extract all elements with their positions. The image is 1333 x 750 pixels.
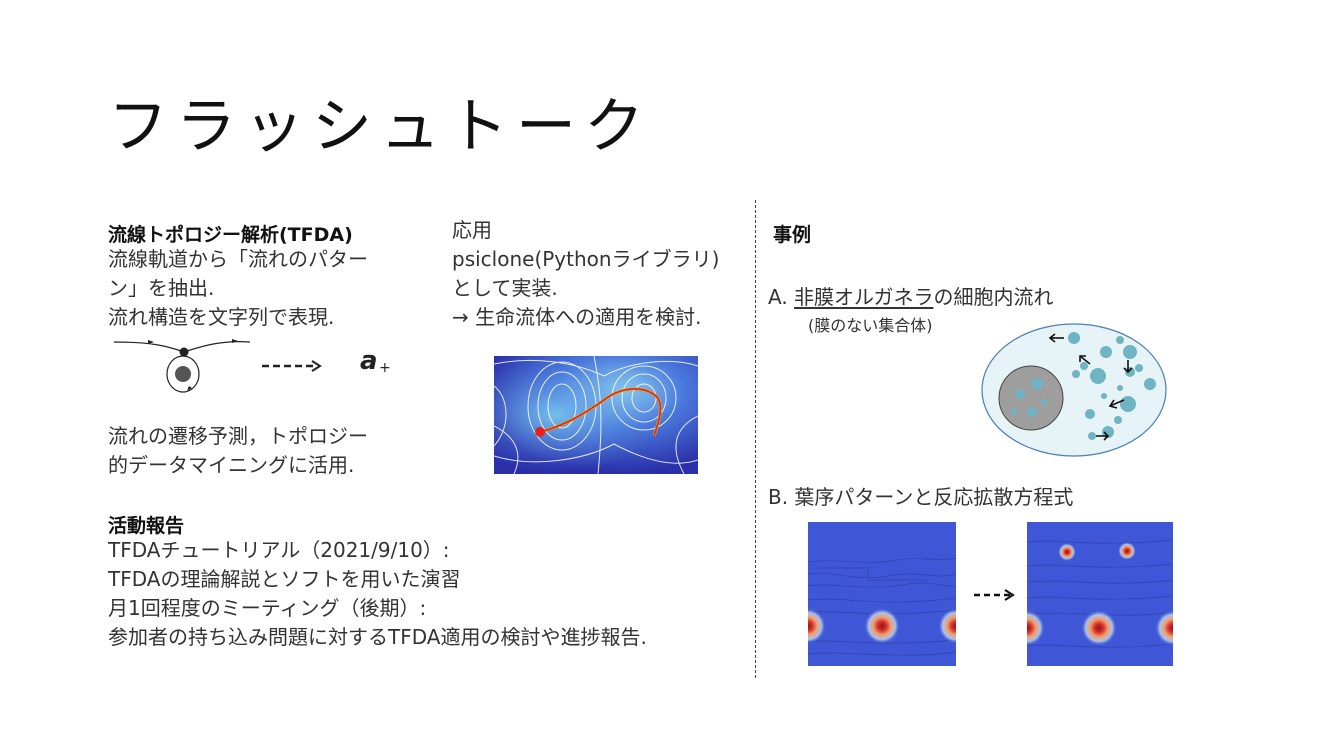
activity-line: TFDAの理論解説とソフトを用いた演習 — [108, 567, 461, 591]
transition-arrow — [974, 589, 1015, 601]
application-line: → 生命流体への適用を検討. — [452, 305, 702, 329]
arrow-head — [148, 340, 154, 344]
tfda-description: 流線軌道から「流れのパター ン」を抽出. 流れ構造を文字列で表現. — [108, 245, 368, 332]
center-point — [175, 366, 191, 382]
arrow-head — [187, 386, 192, 391]
tfda-application-text: 流れの遷移予測，トポロジー 的データマイニングに活用. — [108, 422, 368, 480]
application-line: psiclone(Pythonライブラリ) — [452, 247, 720, 271]
topology-diagram: a + — [113, 339, 391, 393]
case-a-rest: の細胞内流れ — [933, 285, 1054, 309]
application-heading: 応用 — [452, 218, 492, 242]
arrow-head — [311, 360, 322, 372]
phyllotaxis-before — [808, 522, 956, 666]
closed-orbit — [166, 355, 200, 393]
tfda-heading: 流線トポロジー解析(TFDA) — [108, 224, 353, 246]
arrow-head — [232, 339, 238, 343]
word-symbol: a — [360, 346, 378, 376]
tfda-line: 流れ構造を文字列で表現. — [108, 305, 335, 329]
slide-title: フラッシュトーク — [108, 92, 652, 162]
activity-line: 参加者の持ち込み問題に対するTFDA適用の検討や進捗報告. — [108, 625, 647, 649]
phyllotaxis-after — [1027, 522, 1173, 666]
case-a-subtitle: (膜のない集合体) — [808, 316, 933, 335]
tfda-line: 流れの遷移予測，トポロジー — [108, 424, 368, 448]
activity-line: TFDAチュートリアル（2021/9/10）: — [108, 538, 450, 562]
activity-line: 月1回程度のミーティング（後期）: — [108, 596, 427, 620]
trajectory — [539, 388, 662, 437]
activity-heading: 活動報告 — [108, 515, 185, 537]
saddle-point — [179, 347, 189, 357]
word-symbol-subscript: + — [379, 360, 391, 376]
case-a-keyword: 非膜オルガネラ — [794, 285, 934, 309]
flow-field-image — [494, 356, 698, 474]
tfda-line: ン」を抽出. — [108, 276, 215, 300]
application-block: 応用 psiclone(Pythonライブラリ) として実装. → 生命流体への… — [452, 216, 719, 332]
case-b-label: B. 葉序パターンと反応拡散方程式 — [768, 485, 1074, 509]
cell-illustration — [981, 323, 1167, 457]
droplets — [1011, 332, 1156, 440]
activity-list: TFDAチュートリアル（2021/9/10）: TFDAの理論解説とソフトを用い… — [108, 536, 647, 652]
nucleus — [998, 365, 1064, 431]
particle — [535, 427, 545, 437]
application-line: として実装. — [452, 276, 558, 300]
column-divider — [755, 200, 756, 678]
flow-arrows — [1048, 333, 1133, 441]
case-a-label: A. 非膜オルガネラの細胞内流れ — [768, 281, 1053, 310]
tfda-line: 的データマイニングに活用. — [108, 453, 355, 477]
cases-heading: 事例 — [773, 224, 812, 246]
case-a-prefix: A. — [768, 285, 788, 309]
tfda-line: 流線軌道から「流れのパター — [108, 247, 368, 271]
